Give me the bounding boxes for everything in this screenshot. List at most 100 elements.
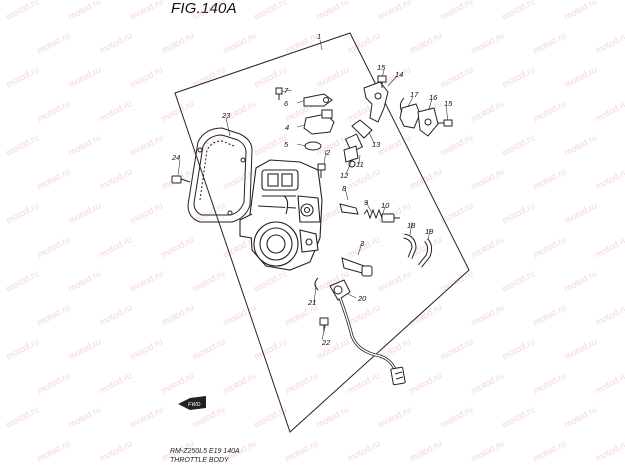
watermark-text: motod.ru (376, 404, 412, 430)
watermark-text: motod.ru (4, 0, 40, 22)
callout-numbers: 1 2 3 4 5 6 7 8 9 10 11 12 13 14 15 15 1… (171, 32, 453, 347)
part-adjuster-3 (341, 257, 373, 277)
watermark-text: motod.ru (4, 132, 40, 158)
watermark-text: motod.ru (97, 234, 133, 260)
watermark-text: motod.ru (469, 438, 505, 464)
watermark-text: motod.ru (128, 132, 164, 158)
watermark-text: motod.ru (531, 302, 567, 328)
part-injector-13 (343, 119, 373, 163)
watermark-text: motod.ru (314, 0, 350, 22)
watermark-text: motod.ru (407, 302, 443, 328)
watermark-text: motod.ru (66, 0, 102, 22)
watermark-text: motod.ru (221, 370, 257, 396)
watermark-text: motod.ru (159, 30, 195, 56)
callout-1: 1 (317, 32, 321, 41)
watermark-text: motod.ru (66, 336, 102, 362)
watermark-text: motod.ru (500, 0, 536, 22)
watermark-text: motod.ru (531, 98, 567, 124)
watermark-text: motod.ru (4, 268, 40, 294)
watermark-text: motod.ru (345, 438, 381, 464)
callout-8: 8 (342, 184, 347, 193)
part-connector-16-17 (399, 103, 439, 137)
watermark-text: motod.ru (562, 200, 598, 226)
watermark-text: motod.ru (500, 404, 536, 430)
watermark-text: motod.ru (438, 64, 474, 90)
watermark-text: motod.ru (407, 30, 443, 56)
watermark-text: motod.ru (438, 404, 474, 430)
watermark-text: motod.ru (438, 200, 474, 226)
part-plate-6 (275, 87, 333, 107)
watermark-text: motod.ru (97, 370, 133, 396)
callout-12: 12 (340, 171, 349, 180)
watermark-text: motod.ru (159, 98, 195, 124)
watermark-text: motod.ru (407, 370, 443, 396)
callout-18: 18 (407, 221, 416, 230)
watermark-text: motod.ru (252, 268, 288, 294)
watermark-text: motod.ru (376, 268, 412, 294)
watermark-text: motod.ru (562, 268, 598, 294)
watermark-text: motod.ru (252, 404, 288, 430)
watermark-text: motod.ru (35, 98, 71, 124)
watermark-text: motod.ru (35, 30, 71, 56)
watermark-text: motod.ru (593, 302, 625, 328)
watermark-text: motod.ru (314, 64, 350, 90)
watermark-text: motod.ru (345, 166, 381, 192)
watermark-text: motod.ru (562, 132, 598, 158)
watermark-text: motod.ru (4, 336, 40, 362)
fwd-label: FWD (188, 402, 201, 408)
watermark-text: motod.ru (531, 166, 567, 192)
watermark-text: motod.ru (500, 268, 536, 294)
watermark-text: motod.ru (345, 370, 381, 396)
watermark-text: motod.ru (159, 302, 195, 328)
callout-23: 23 (221, 111, 231, 120)
watermark-text: motod.ru (252, 0, 288, 22)
callout-19: 19 (425, 227, 434, 236)
watermark-text: motod.ru (159, 370, 195, 396)
watermark-text: motod.ru (66, 268, 102, 294)
watermark-text: motod.ru (593, 370, 625, 396)
watermark-text: motod.ru (438, 0, 474, 22)
watermark-text: motod.ru (469, 166, 505, 192)
watermark-text: motod.ru (376, 132, 412, 158)
watermark-text: motod.ru (252, 336, 288, 362)
watermark-text: motod.ru (66, 404, 102, 430)
caption-name: THROTTLE BODY (170, 457, 229, 464)
watermark-text: motod.ru (593, 438, 625, 464)
part-clip-21 (314, 277, 319, 291)
watermark-text: motod.ru (97, 302, 133, 328)
fwd-marker: FWD (178, 396, 206, 410)
part-sensor-4 (303, 109, 335, 135)
watermark-text: motod.ru (97, 30, 133, 56)
watermark-text: motod.ru (562, 336, 598, 362)
part-bolt-22 (319, 317, 329, 332)
watermark-text: motod.ru (35, 234, 71, 260)
watermark-text: motod.ru (97, 438, 133, 464)
callout-20: 20 (357, 294, 367, 303)
watermark-text: motod.ru (35, 370, 71, 396)
watermark-text: motod.ru (221, 302, 257, 328)
watermark-text: motod.ru (531, 234, 567, 260)
watermark-text: motod.ru (500, 64, 536, 90)
watermark-text: motod.ru (469, 234, 505, 260)
callout-6: 6 (284, 99, 289, 108)
watermark-text: motod.ru (562, 0, 598, 22)
callout-2: 2 (325, 148, 331, 157)
part-cover-seal (187, 127, 253, 223)
watermark-text: motod.ru (531, 438, 567, 464)
callout-3: 3 (360, 239, 365, 248)
part-bolt-24 (171, 175, 191, 184)
watermark-text: motod.ru (438, 336, 474, 362)
watermark-text: motod.ru (345, 302, 381, 328)
watermark-text: motod.ru (593, 30, 625, 56)
callout-15-top: 15 (377, 63, 386, 72)
part-pipe-7 (399, 97, 405, 113)
watermark-text: motod.ru (438, 132, 474, 158)
watermark-text: motod.ru (4, 404, 40, 430)
watermark-text: motod.ru (593, 234, 625, 260)
watermark-text: motod.ru (500, 132, 536, 158)
watermark-text: motod.ru (66, 200, 102, 226)
watermark-text: motod.ru (97, 166, 133, 192)
part-throttle-body (239, 159, 323, 271)
watermark-text: motod.ru (283, 370, 319, 396)
